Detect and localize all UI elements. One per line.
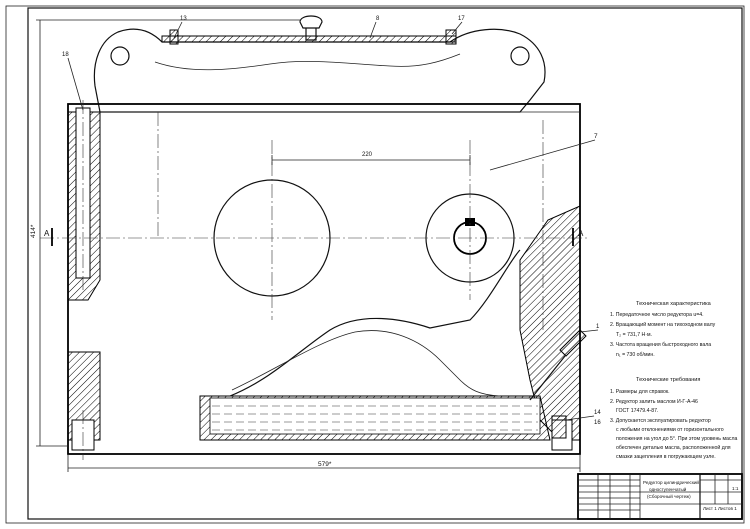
drain-plug xyxy=(551,415,567,439)
leader-14: 14 xyxy=(594,410,601,416)
tech-req-line-1: 1. Размеры для справок. xyxy=(610,389,670,395)
tb-scale: 1:1 xyxy=(732,486,739,491)
tb-name-2: одноступенчатый xyxy=(649,486,687,492)
cover-inner-contour xyxy=(154,53,461,71)
tech-char-line-2: 2. Вращающий момент на тихоходном валу xyxy=(610,321,716,328)
lug-hole-left xyxy=(110,46,130,66)
leader-8: 8 xyxy=(376,16,380,22)
tech-characteristics-title: Техническая характеристика xyxy=(636,301,712,307)
breather-knob xyxy=(299,15,323,41)
section-mark-left: A xyxy=(44,229,50,238)
section-mark-right: A xyxy=(578,229,584,238)
leader-7-line xyxy=(489,139,596,171)
tech-requirements-title: Технические требования xyxy=(636,377,700,383)
tb-name-1: Редуктор цилиндрический xyxy=(643,479,699,485)
tb-name-3: (Сборочный чертеж) xyxy=(647,493,691,499)
sheet-outer-frame xyxy=(5,5,745,524)
oil-sump-inner xyxy=(209,397,541,435)
inspection-lid xyxy=(161,35,457,43)
tech-req-line-4: 3. Допускается эксплуатировать редуктор xyxy=(610,418,711,424)
leader-16: 16 xyxy=(594,420,601,426)
leader-1: 1 xyxy=(596,324,600,330)
foot-left xyxy=(67,351,101,441)
title-block-frame xyxy=(577,473,743,520)
tech-char-line-4: 3. Частота вращения быстроходного вала xyxy=(610,342,711,348)
leader-17: 17 xyxy=(458,16,465,22)
tech-characteristics: Техническая характеристика 1. Передаточн… xyxy=(610,301,716,358)
tech-requirements: Технические требования 1. Размеры для сп… xyxy=(610,377,738,460)
lid-screw-right xyxy=(445,29,457,45)
inner-rib xyxy=(229,249,521,397)
oil-gauge xyxy=(559,329,587,357)
tb-sheets: Листов 1 xyxy=(718,506,737,511)
dim-220-label: 220 xyxy=(362,152,373,158)
tech-req-line-8: смазки зацепления в погружающем узле. xyxy=(616,454,716,460)
dim-height-label: 414* xyxy=(30,224,37,238)
lid-screw-left xyxy=(169,29,179,45)
tech-req-line-7: обеспечен деталью масла, расположенной д… xyxy=(616,444,731,451)
tech-req-line-3: ГОСТ 17479.4-87. xyxy=(616,408,658,414)
leader-18: 18 xyxy=(62,52,69,58)
leader-17-line xyxy=(451,21,463,35)
leader-8-line xyxy=(369,21,377,39)
tb-sheet: Лист 1 xyxy=(703,506,717,511)
title-block: Редуктор цилиндрический одноступенчатый … xyxy=(577,473,743,520)
leader-14-line xyxy=(565,415,595,421)
sheet-inner-frame xyxy=(27,7,743,520)
dim-width-label: 579* xyxy=(318,461,332,468)
leader-13: 13 xyxy=(180,16,187,22)
tech-char-line-1: 1. Передаточное число редуктора u=4. xyxy=(610,312,704,318)
inner-rib-2 xyxy=(231,330,501,397)
leader-7: 7 xyxy=(594,133,598,140)
leader-18-line xyxy=(67,57,84,111)
leader-13-line xyxy=(173,21,183,39)
tech-req-line-6: положения на угол до 5°. При этом уровен… xyxy=(616,436,738,442)
tech-req-line-2: 2. Редуктор залить маслом И-Г-А-46 xyxy=(610,399,698,405)
oil-gauge-stem xyxy=(529,355,566,401)
tech-req-line-5: с любыми отклонениями от горизонтального xyxy=(616,427,724,433)
pinion-key xyxy=(465,218,475,226)
lug-hole-right xyxy=(510,46,530,66)
tech-char-line-3: T₂ = 731,7 Н·м. xyxy=(616,332,652,338)
leader-1-line xyxy=(579,329,599,333)
tech-char-line-5: n₁ = 730 об/мин. xyxy=(616,352,655,358)
